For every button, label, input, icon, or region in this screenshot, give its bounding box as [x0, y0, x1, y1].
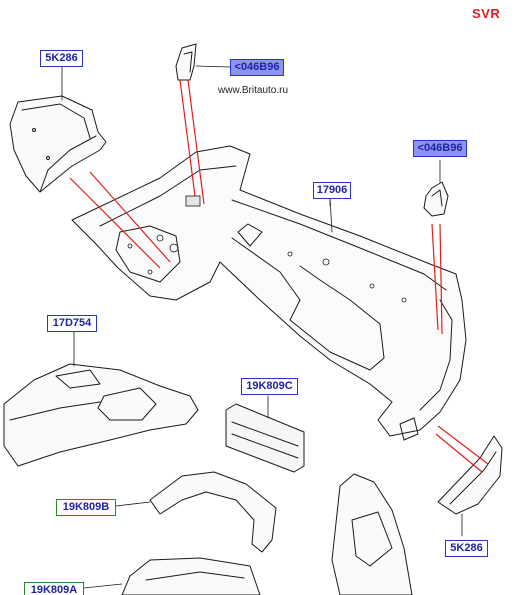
callout-046b96-top[interactable]: <046B96 — [230, 59, 284, 76]
callout-5k286-bottom[interactable]: 5K286 — [445, 540, 488, 557]
callout-17d754[interactable]: 17D754 — [47, 315, 97, 332]
bracket-5k286-bottom-part — [437, 435, 503, 537]
red-leader-lines — [69, 79, 489, 473]
watermark-text: www.Britauto.ru — [218, 85, 289, 96]
pad-046b96-right-part — [423, 159, 449, 217]
bracket-5k286-top-part — [9, 95, 107, 193]
trim-19k809b-part — [115, 471, 277, 553]
callout-5k286-top[interactable]: 5K286 — [40, 50, 83, 67]
mount-pad-marker — [185, 195, 201, 207]
deflector-17d754-part — [3, 329, 199, 467]
callout-19k809c[interactable]: 19K809C — [241, 378, 298, 395]
pad-046b96-top-part — [175, 43, 231, 81]
callout-17906[interactable]: 17906 — [313, 182, 351, 199]
lower-panel-part — [331, 473, 413, 595]
shield-19k809a-part — [83, 557, 261, 595]
bumper-cover-17906-part — [71, 145, 467, 441]
callout-046b96-right[interactable]: <046B96 — [413, 140, 467, 157]
callout-19k809a[interactable]: 19K809A — [24, 582, 84, 595]
callout-19k809b[interactable]: 19K809B — [56, 499, 116, 516]
reflector-19k809c-part — [225, 395, 305, 473]
svr-badge: SVR — [472, 6, 501, 21]
